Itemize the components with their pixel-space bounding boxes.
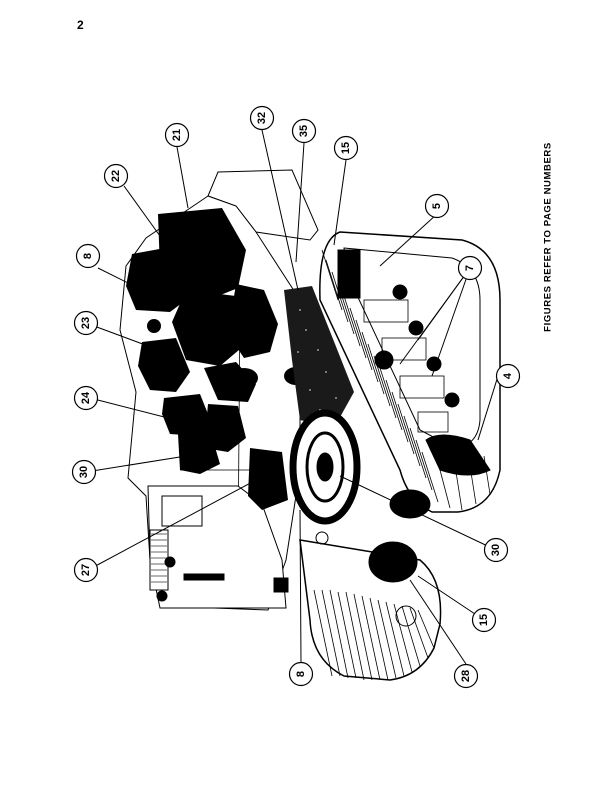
callout-label: 4 [502, 372, 514, 379]
operator-cab [147, 485, 289, 609]
callout-15-bottom: 15 [471, 607, 497, 633]
callouts: 21 32 35 15 22 5 [71, 105, 521, 689]
callout-30-left: 30 [71, 459, 97, 485]
callout-label: 7 [464, 265, 476, 271]
callout-4: 4 [495, 363, 521, 389]
callout-label: 27 [80, 564, 92, 576]
page-number: 2 [77, 18, 84, 32]
callout-label: 15 [478, 614, 490, 626]
callout-label: 8 [82, 253, 94, 259]
callout-label: 30 [78, 466, 90, 478]
engine-components [126, 208, 308, 510]
callout-22: 22 [103, 163, 129, 189]
callout-28: 28 [453, 663, 479, 689]
callout-label: 21 [171, 129, 183, 141]
callout-label: 35 [298, 125, 310, 137]
callout-label: 15 [340, 142, 352, 154]
right-track [319, 231, 501, 513]
callout-15-top: 15 [333, 135, 359, 161]
callout-35: 35 [291, 118, 317, 144]
left-track [299, 489, 442, 681]
callout-label: 23 [80, 317, 92, 329]
callout-label: 32 [256, 112, 268, 124]
callout-32: 32 [249, 105, 275, 131]
callout-27: 27 [73, 557, 99, 583]
callout-7: 7 [457, 255, 483, 281]
callout-23: 23 [73, 310, 99, 336]
swing-mechanism [284, 286, 361, 525]
callout-label: 24 [80, 391, 92, 404]
callout-label: 5 [431, 203, 443, 209]
callout-30-right: 30 [483, 537, 509, 563]
callout-8-left: 8 [75, 243, 101, 269]
callout-5: 5 [424, 193, 450, 219]
callout-label: 30 [490, 544, 502, 556]
excavator-illustration [119, 169, 501, 681]
callout-label: 22 [110, 170, 122, 182]
callout-8-bottom: 8 [288, 661, 314, 687]
callout-label: 28 [460, 670, 472, 682]
callout-label: 8 [295, 671, 307, 677]
callout-21: 21 [164, 122, 190, 148]
leader-lines [85, 129, 499, 665]
callout-24: 24 [73, 385, 99, 411]
